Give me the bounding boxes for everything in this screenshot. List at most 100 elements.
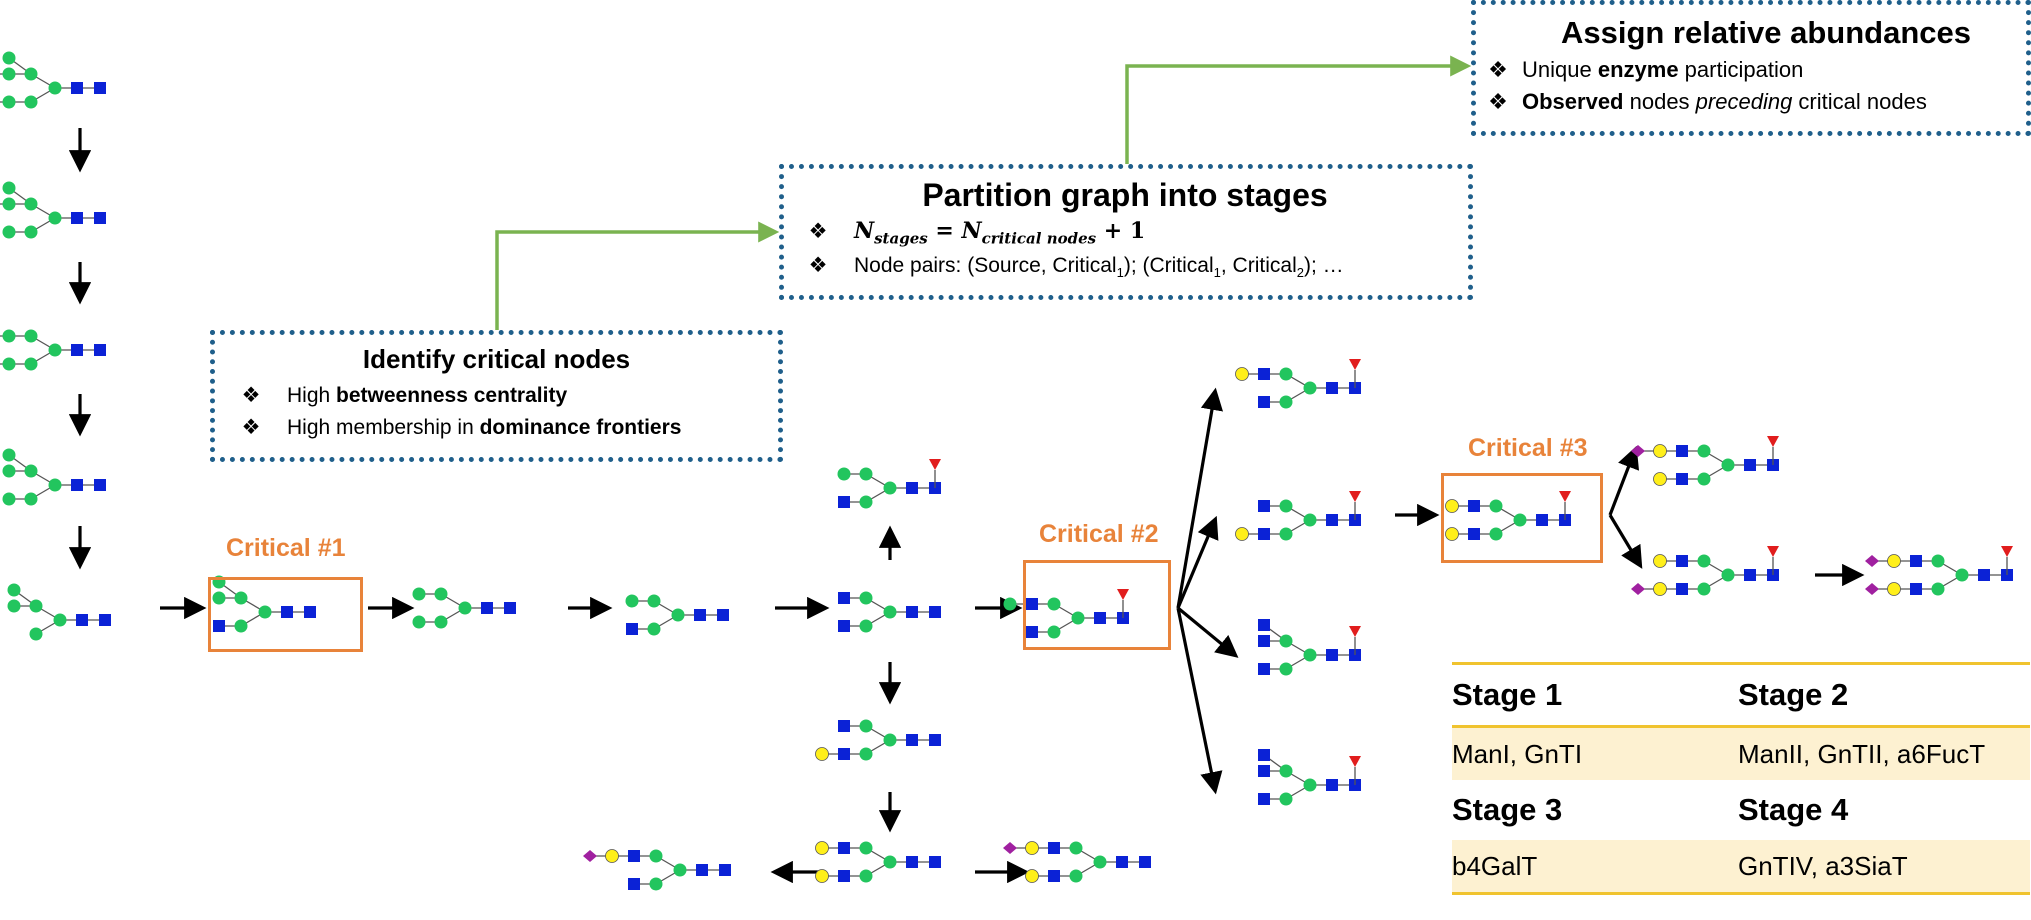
critical-3-frame [1441,473,1603,563]
glcnac-square [838,620,850,632]
glycan-fan-4 [1258,749,1361,806]
glcnac-square [1536,514,1548,526]
critical-1-frame [208,577,363,652]
mannose-circle [1069,841,1083,855]
mannose-circle [1279,662,1293,676]
mannose-circle [1931,582,1945,596]
mannose-circle [29,627,43,641]
mannose-circle [1489,499,1503,513]
mannose-circle [48,211,62,225]
mannose-circle [1279,764,1293,778]
mannose-circle [53,613,67,627]
mannose-circle [234,591,248,605]
glcnac-square [1026,626,1038,638]
mannose-circle [234,619,248,633]
identify-box-title: Identify critical nodes [362,344,631,374]
bullet-icon: ❖ [241,384,261,407]
glcnac-square [1910,583,1922,595]
glcnac-square [1468,528,1480,540]
mannose-circle [2,225,16,239]
mannose-circle [24,464,38,478]
glcnac-square [304,606,316,618]
fucose-triangle [1349,491,1361,502]
flow-arrows [68,55,1865,884]
mannose-circle [883,855,897,869]
mannose-circle [625,594,639,608]
pathway-arrow [1608,445,1640,516]
glycan-galactosylated [815,719,941,761]
mannose-circle [2,492,16,506]
glcnac-square [481,602,493,614]
mannose-circle [1697,444,1711,458]
mannose-circle [48,478,62,492]
glcnac-square [1258,765,1270,777]
glcnac-square [1258,500,1270,512]
mannose-circle [24,357,38,371]
galactose-circle [1445,499,1459,513]
mannose-circle [1093,855,1107,869]
node-pairs-text: Node pairs: (Source, Critical1); (Critic… [854,254,1344,281]
glcnac-square [1258,749,1270,761]
glcnac-square [1258,793,1270,805]
sialic-acid-diamond [1631,583,1645,595]
mannose-circle [1047,597,1061,611]
mannose-circle [7,583,21,597]
mannose-circle [1279,792,1293,806]
glycan-disialyl [1865,546,2013,596]
galactose-circle [1653,472,1667,486]
pathway-arrow [1608,514,1643,569]
mannose-circle [1279,634,1293,648]
galactose-circle [1653,582,1667,596]
pathway-arrow [1176,606,1239,658]
stage-3-enzymes: b4GalT [1452,850,1538,881]
glycan-man5 [7,583,111,641]
sialic-acid-diamond [1003,842,1017,854]
glcnac-square [1468,500,1480,512]
mannose-circle [24,197,38,211]
mannose-circle [458,601,472,615]
partition-box-title: Partition graph into stages [922,177,1328,213]
stage-header-row: Stage 1 Stage 2 [1452,665,2030,725]
glcnac-square [838,496,850,508]
glcnac-square [1258,368,1270,380]
galactose-circle [1025,841,1039,855]
glycan-critical-1 [212,575,316,633]
glcnac-square [1258,396,1270,408]
bullet-icon: ❖ [1488,57,1508,82]
glcnac-square [71,344,83,356]
sialic-acid-diamond [1631,445,1645,457]
mannose-circle [2,95,16,109]
mannose-circle [24,67,38,81]
fucose-triangle [1349,626,1361,637]
mannose-circle [1303,513,1317,527]
glcnac-square [281,606,293,618]
glcnac-square [1258,528,1270,540]
mannose-circle [1721,568,1735,582]
glcnac-square [694,609,706,621]
glcnac-square [838,592,850,604]
mannose-circle [412,615,426,629]
glcnac-square [94,479,106,491]
glcnac-square [94,212,106,224]
observed-term: Observed [1522,89,1624,114]
glcnac-square [99,614,111,626]
glycan-fan-3 [1258,619,1361,676]
glcnac-square [94,344,106,356]
mannose-circle [883,605,897,619]
glycan-gnti-product [625,594,729,636]
critical-2-label: Critical #2 [1039,520,1159,548]
table-rule [1452,662,2030,665]
stage-4-header: Stage 4 [1738,792,1849,827]
mannose-circle [647,622,661,636]
bullet-icon: ❖ [808,254,828,278]
mannose-circle [24,329,38,343]
stage-1-enzymes: ManI, GnTI [1452,738,1583,769]
glcnac-square [94,82,106,94]
glcnac-square [1978,569,1990,581]
fucose-triangle [1349,756,1361,767]
fucose-triangle [2001,546,2013,557]
glcnac-square [1676,445,1688,457]
glycan-manII-a [412,587,516,629]
fucose-triangle [1349,359,1361,370]
